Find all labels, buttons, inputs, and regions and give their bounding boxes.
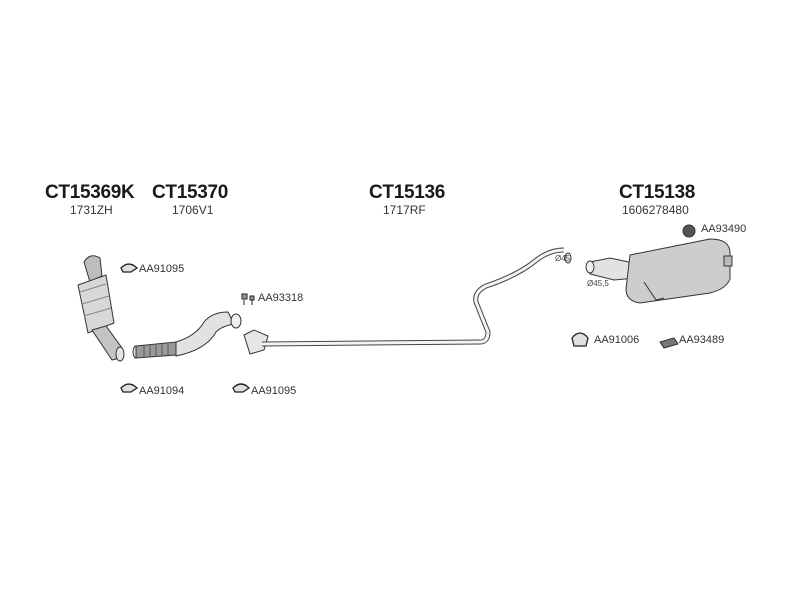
part-code-1: CT15369K	[45, 182, 135, 203]
part-ref-1: 1731ZH	[70, 203, 113, 217]
front-pipe	[132, 311, 242, 359]
rear-silencer	[585, 224, 733, 349]
accessory-code-3: AA91094	[139, 385, 185, 397]
part-ref-2: 1706V1	[172, 203, 214, 217]
part-code-3: CT15136	[369, 182, 446, 203]
accessory-code-5: AA91006	[594, 334, 640, 346]
bolt-kit	[241, 293, 255, 305]
outlet-diameter-label: Ø45,5	[587, 279, 609, 288]
accessory-code-1: AA91095	[139, 263, 185, 275]
part-code-2: CT15370	[152, 182, 229, 203]
accessory-code-7: AA93490	[701, 223, 747, 235]
part-ref-4: 1606278480	[622, 203, 689, 217]
catalytic-converter	[77, 255, 125, 362]
middle-pipe	[243, 247, 572, 355]
accessory-code-6: AA93489	[679, 334, 725, 346]
inlet-diameter-label: Ø45	[555, 254, 571, 263]
clamp-icons	[120, 263, 589, 393]
part-code-4: CT15138	[619, 182, 696, 203]
accessory-code-4: AA91095	[251, 385, 297, 397]
part-ref-3: 1717RF	[383, 203, 426, 217]
accessory-code-2: AA93318	[258, 292, 304, 304]
